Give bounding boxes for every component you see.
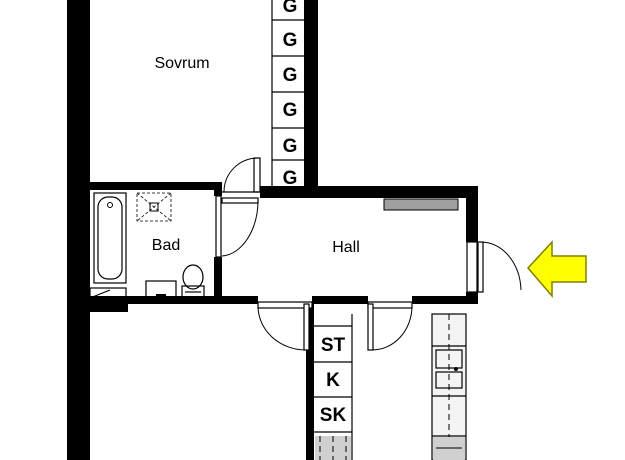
wardrobe-label: G <box>283 0 298 17</box>
wardrobe-column: G G G G G G <box>271 0 304 189</box>
hall-shelf <box>383 198 459 211</box>
walls <box>67 0 478 460</box>
entrance-door <box>466 241 522 293</box>
cabinet-label: SK <box>320 405 347 426</box>
cabinet-column: ST K SK <box>314 314 353 460</box>
toilet-icon <box>181 264 205 299</box>
floor-drain-icon <box>136 192 172 222</box>
bedroom-door <box>222 157 261 193</box>
room-label-hall: Hall <box>332 239 360 256</box>
kitchen-counter <box>431 313 467 460</box>
cabinet-label: ST <box>321 335 346 356</box>
wardrobe-label: G <box>283 168 298 189</box>
wardrobe-label: G <box>283 30 298 51</box>
room-label-bedroom: Sovrum <box>154 55 209 72</box>
entrance-arrow-icon <box>526 240 587 299</box>
cabinet-label: K <box>326 370 340 391</box>
wardrobe-label: G <box>283 65 298 86</box>
bathtub-icon <box>93 192 127 284</box>
lower-door-left <box>257 301 313 351</box>
bath-corner-fixture <box>89 287 127 299</box>
wardrobe-label: G <box>283 100 298 121</box>
sink-icon <box>145 280 177 301</box>
lower-door-right <box>367 301 413 351</box>
bath-door <box>215 195 259 258</box>
room-label-bath: Bad <box>152 237 180 254</box>
wardrobe-label: G <box>283 136 298 157</box>
